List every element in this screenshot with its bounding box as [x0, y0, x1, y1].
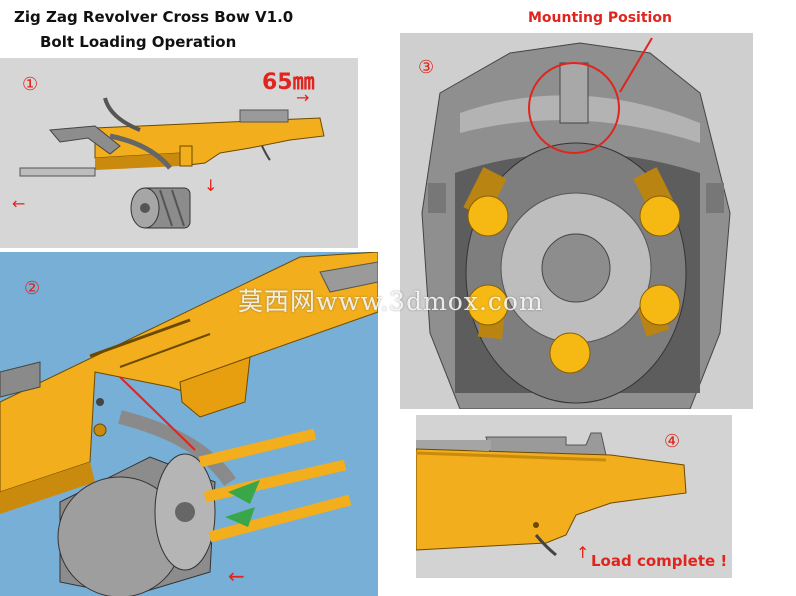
left-arrow: ←	[228, 564, 245, 588]
bolt-tips	[467, 195, 681, 374]
up-arrow: ↑	[576, 543, 590, 562]
diagram-title: Zig Zag Revolver Cross Bow V1.0	[14, 8, 294, 26]
diagram-subtitle: Bolt Loading Operation	[40, 33, 237, 51]
step-4-panel: ④ ↑	[416, 415, 732, 578]
step-2-illustration	[0, 252, 378, 596]
measurement-label: 65㎜	[262, 70, 315, 95]
right-arrow: →	[296, 88, 310, 107]
down-arrow: ↓	[204, 176, 218, 195]
load-complete-label: Load complete !	[591, 552, 728, 570]
step-1-panel: ① → ↓ ←	[0, 58, 358, 248]
watermark-text: 莫西网www.3dmox.com	[238, 287, 544, 316]
step-2-number: ②	[24, 278, 41, 299]
bolts	[198, 428, 352, 543]
step-3-illustration	[421, 42, 731, 409]
step-3-panel: ③	[400, 33, 753, 409]
mounting-position-highlight	[528, 62, 620, 154]
step-4-illustration	[416, 432, 687, 557]
left-arrow: ←	[12, 194, 26, 213]
cylinder-drum	[57, 453, 216, 596]
cylinder-drum	[130, 187, 191, 229]
mounting-position-label: Mounting Position	[528, 10, 672, 26]
step-3-number: ③	[418, 57, 435, 78]
step-2-panel: ② ←	[0, 252, 378, 596]
step-1-number: ①	[22, 74, 39, 95]
step-4-number: ④	[664, 431, 681, 452]
step-1-illustration	[19, 97, 325, 229]
